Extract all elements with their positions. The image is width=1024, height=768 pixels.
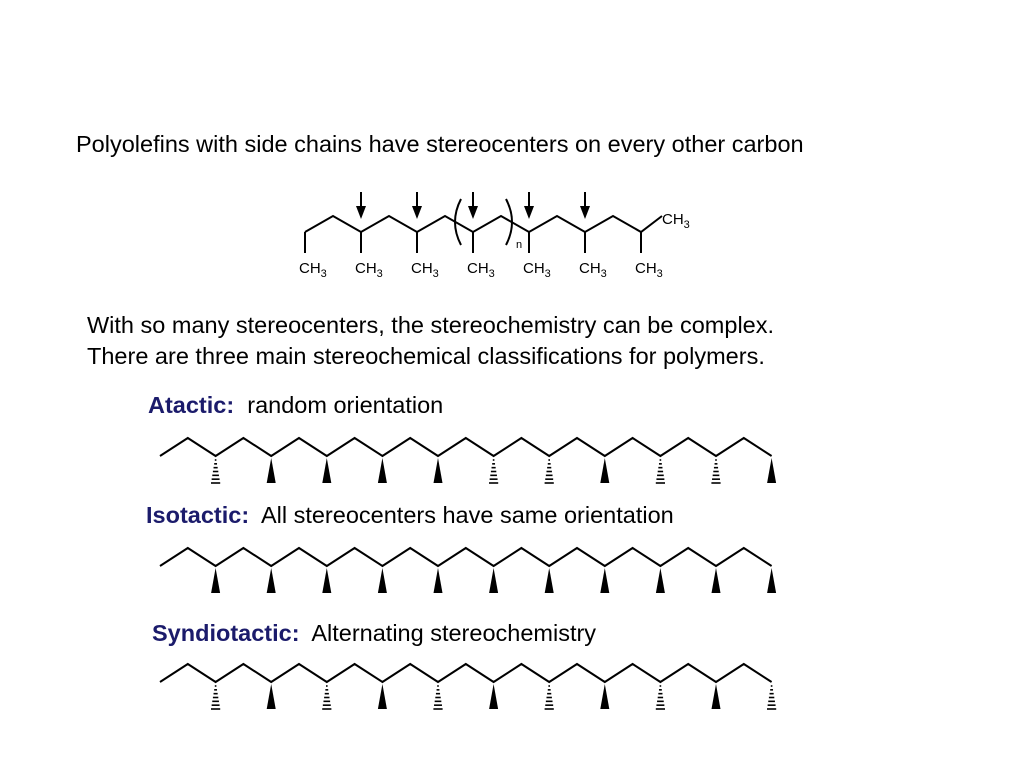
hashed-bond	[767, 685, 777, 710]
wedge-bond	[600, 684, 610, 709]
wedge-bond	[600, 568, 610, 593]
right-bracket	[505, 198, 513, 246]
isotactic-chain	[159, 546, 777, 593]
methyl-label: CH3	[299, 260, 327, 280]
repeat-unit-brackets	[454, 198, 513, 246]
hashed-bond	[655, 459, 665, 484]
atactic-description: random orientation	[247, 392, 444, 418]
hashed-bond	[655, 685, 665, 710]
wedge-bond	[544, 568, 554, 593]
methyl-label-subscript: 3	[657, 268, 663, 280]
hashed-bond	[489, 459, 499, 484]
methyl-label-main: CH	[662, 211, 684, 228]
hashed-bond	[544, 459, 554, 484]
wedge-bond	[322, 568, 332, 593]
hashed-bond	[544, 685, 554, 710]
wedge-bond	[767, 458, 777, 483]
wedge-bond	[211, 568, 221, 593]
syndiotactic-chain	[159, 662, 777, 710]
stereocenter-arrows	[356, 192, 590, 219]
atactic-chain	[159, 436, 777, 484]
wedge-bond	[322, 458, 332, 483]
methyl-label-main: CH	[299, 260, 321, 277]
wedge-bond	[655, 568, 665, 593]
hashed-bond	[322, 685, 332, 710]
wedge-bond	[767, 568, 777, 593]
wedge-bond	[377, 458, 387, 483]
structure-bonds	[304, 214, 663, 253]
methyl-label-subscript: 3	[321, 268, 327, 280]
classification-syndiotactic: Syndiotactic: Alternating stereochemistr…	[152, 620, 596, 647]
atactic-term: Atactic:	[148, 392, 235, 418]
hashed-bond	[433, 685, 443, 710]
intro-line-1: With so many stereocenters, the stereoch…	[87, 312, 775, 338]
stereocenter-arrow-head	[524, 206, 534, 219]
isotactic-term: Isotactic:	[146, 502, 250, 528]
wedge-bond	[266, 458, 276, 483]
classification-isotactic: Isotactic: All stereocenters have same o…	[146, 502, 674, 529]
wedge-bond	[433, 568, 443, 593]
methyl-label-main: CH	[467, 260, 489, 277]
methyl-label: CH3	[635, 260, 663, 280]
methyl-label-subscript: 3	[377, 268, 383, 280]
wedge-bond	[489, 684, 499, 709]
hashed-bond	[711, 459, 721, 484]
methyl-label-main: CH	[635, 260, 657, 277]
methyl-label: CH3	[523, 260, 551, 280]
chain-backbone	[159, 436, 773, 458]
hashed-bond	[211, 685, 221, 710]
methyl-label-subscript: 3	[684, 219, 690, 231]
methyl-label: CH3	[662, 211, 690, 231]
stereocenter-arrow-head	[412, 206, 422, 219]
methyl-label: CH3	[411, 260, 439, 280]
wedge-bond	[489, 568, 499, 593]
wedge-bond	[433, 458, 443, 483]
methyl-label-main: CH	[523, 260, 545, 277]
chain-backbone	[159, 662, 773, 684]
wedge-bond	[600, 458, 610, 483]
wedge-bond	[711, 684, 721, 709]
wedge-bond	[711, 568, 721, 593]
methyl-label-main: CH	[579, 260, 601, 277]
stereocenter-arrow-head	[580, 206, 590, 219]
methyl-label: CH3	[579, 260, 607, 280]
isotactic-description: All stereocenters have same orientation	[260, 502, 674, 528]
backbone-bond	[304, 214, 663, 234]
methyl-label-subscript: 3	[601, 268, 607, 280]
methyl-label-subscript: 3	[433, 268, 439, 280]
stereocenter-arrow-head	[468, 206, 478, 219]
left-bracket	[454, 198, 462, 246]
stereocenter-arrow-head	[356, 206, 366, 219]
methyl-label: CH3	[355, 260, 383, 280]
methyl-label-subscript: 3	[489, 268, 495, 280]
classification-atactic: Atactic: random orientation	[148, 392, 443, 419]
wedge-bond	[377, 568, 387, 593]
hashed-bond	[211, 459, 221, 484]
wedge-bond	[377, 684, 387, 709]
heading: Polyolefins with side chains have stereo…	[76, 131, 804, 157]
syndiotactic-description: Alternating stereochemistry	[311, 620, 597, 646]
chain-backbone	[159, 546, 773, 568]
methyl-label-subscript: 3	[545, 268, 551, 280]
intro-line-2: There are three main stereochemical clas…	[87, 343, 765, 369]
wedge-bond	[266, 684, 276, 709]
methyl-label: CH3	[467, 260, 495, 280]
wedge-bond	[266, 568, 276, 593]
methyl-label-main: CH	[411, 260, 433, 277]
syndiotactic-term: Syndiotactic:	[152, 620, 300, 646]
repeat-count-label: n	[516, 239, 522, 251]
methyl-label-main: CH	[355, 260, 377, 277]
